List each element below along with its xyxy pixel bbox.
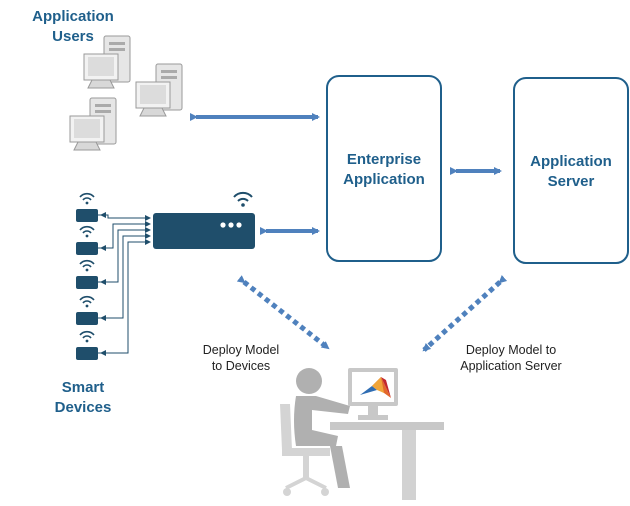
matlab-logo-icon xyxy=(360,377,391,398)
smart-devices-line2: Devices xyxy=(54,399,112,416)
device-wire xyxy=(98,227,151,283)
wifi-icon xyxy=(233,191,253,207)
application-server-label: Application Server xyxy=(514,152,628,192)
smart-devices-group xyxy=(76,192,151,360)
enterprise-application-box xyxy=(326,75,442,262)
wifi-icon xyxy=(79,295,95,308)
deploy-server-line2: Application Server xyxy=(460,359,562,373)
smart-devices-line1: Smart xyxy=(61,379,105,396)
application-users-line1: Application xyxy=(32,8,114,25)
application-users-line2: Users xyxy=(52,28,94,45)
person-at-desk-icon xyxy=(280,368,444,500)
wifi-icon xyxy=(79,225,95,238)
application-users-label: Application Users xyxy=(18,7,128,47)
enterprise-line1: Enterprise xyxy=(346,151,422,168)
sensor-device-icon xyxy=(76,347,98,360)
desktop-computer-icon xyxy=(83,35,131,89)
deploy-to-server-label: Deploy Model to Application Server xyxy=(446,342,576,374)
appserver-line1: Application xyxy=(530,153,612,170)
enterprise-line2: Application xyxy=(343,171,425,188)
wifi-icon xyxy=(79,259,95,272)
deploy-server-line1: Deploy Model to xyxy=(465,343,557,357)
wifi-icon xyxy=(79,192,95,205)
application-server-box xyxy=(513,77,629,264)
device-wire xyxy=(98,239,151,354)
deploy-devices-line2: to Devices xyxy=(211,359,271,373)
desktop-computer-icon xyxy=(69,97,117,151)
gateway-device-icon xyxy=(153,213,255,249)
deploy-server-arrow xyxy=(422,275,508,352)
sensor-device-icon xyxy=(76,312,98,325)
sensor-device-icon xyxy=(76,242,98,255)
desktop-computer-icon xyxy=(135,63,183,117)
wifi-icon xyxy=(79,330,95,343)
sensor-device-icon xyxy=(76,276,98,289)
appserver-line2: Server xyxy=(547,173,595,190)
deploy-devices-arrow xyxy=(236,275,330,350)
deploy-to-devices-label: Deploy Model to Devices xyxy=(186,342,296,374)
smart-devices-label: Smart Devices xyxy=(38,378,128,418)
enterprise-application-label: Enterprise Application xyxy=(327,150,441,190)
sensor-device-icon xyxy=(76,209,98,222)
deploy-devices-line1: Deploy Model xyxy=(202,343,280,357)
